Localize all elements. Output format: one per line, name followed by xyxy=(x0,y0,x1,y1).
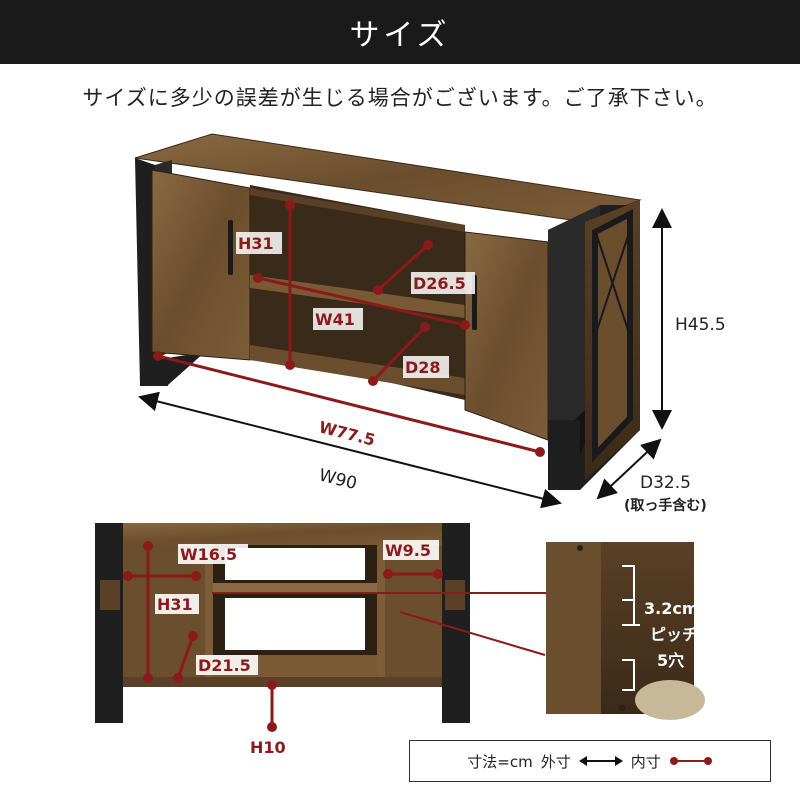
label-left-width: W16.5 xyxy=(180,545,237,564)
dot-line-icon xyxy=(669,757,712,765)
shelf-pin-detail xyxy=(546,542,705,720)
inner-dimensions-front xyxy=(123,541,560,732)
label-right-width: W9.5 xyxy=(385,541,431,560)
label-upper-depth: D26.5 xyxy=(413,274,466,293)
label-lower-depth: D28 xyxy=(405,358,441,377)
label-depth-note: (取っ手含む) xyxy=(624,497,707,514)
legend-inner-label: 内寸 xyxy=(630,752,661,771)
label-outer-width: W90 xyxy=(317,465,359,494)
label-pitch-word: ピッチ xyxy=(650,625,698,644)
legend-outer-label: 外寸 xyxy=(540,752,571,771)
label-shelf-width: W41 xyxy=(315,310,355,329)
label-compartment-depth: D21.5 xyxy=(198,656,251,675)
header-bar: サイズ xyxy=(0,0,800,64)
label-outer-height: H45.5 xyxy=(675,315,726,335)
legend-unit: 寸法=cm xyxy=(467,752,533,771)
size-notice: サイズに多少の誤差が生じる場合がございます。ご了承下さい。 xyxy=(82,86,718,110)
tv-stand-perspective xyxy=(134,133,642,490)
double-arrow-icon xyxy=(578,756,623,766)
label-holes: 5穴 xyxy=(657,651,684,670)
label-outer-depth: D32.5 xyxy=(640,473,691,493)
outer-dimensions-top xyxy=(138,208,672,509)
label-leg-height: H10 xyxy=(250,738,286,757)
label-compartment-height: H31 xyxy=(157,595,193,614)
page-title: サイズ xyxy=(349,18,451,53)
dimension-legend: 寸法=cm 外寸 内寸 xyxy=(409,740,771,782)
label-pitch: 3.2cm xyxy=(644,599,699,618)
label-shelf-height: H31 xyxy=(238,234,274,253)
